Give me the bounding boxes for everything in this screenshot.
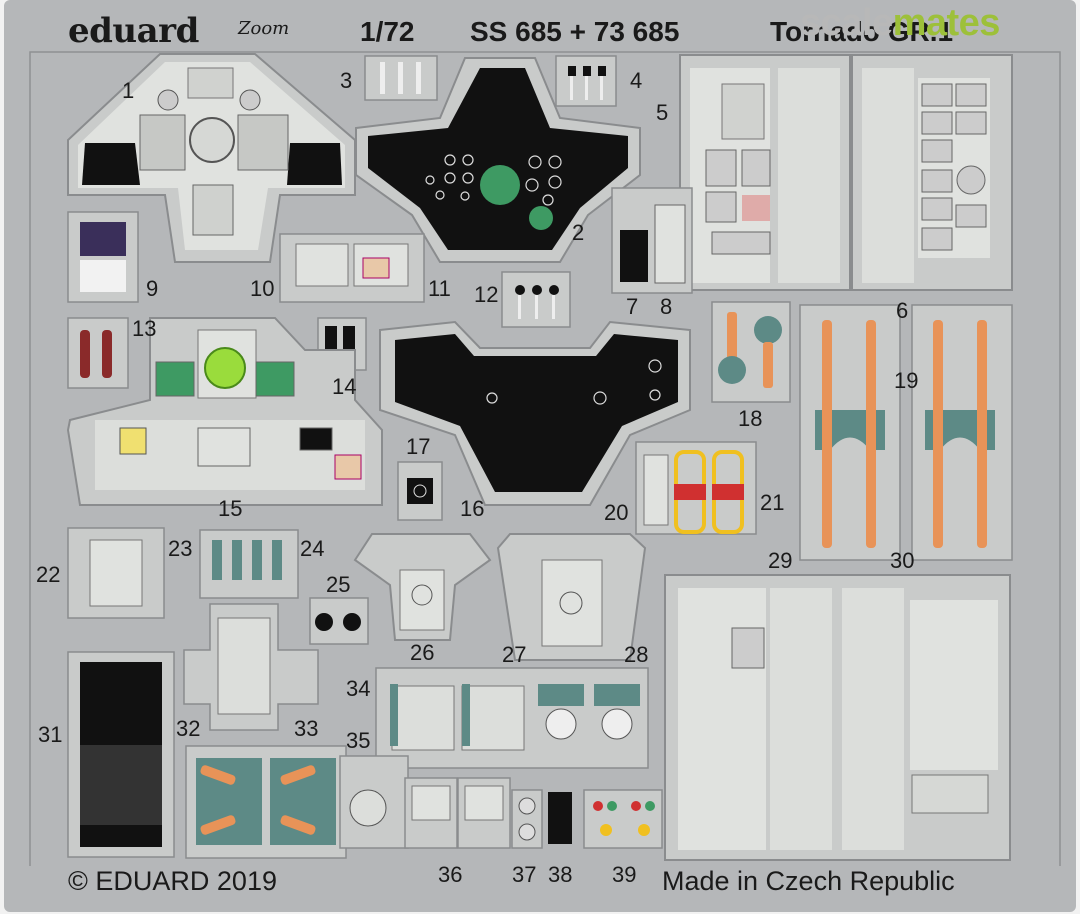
- scalemates-watermark: scalemates: [800, 4, 1000, 42]
- part-number: 1: [122, 78, 135, 103]
- brand-logo: eduard: [68, 11, 199, 51]
- part-number: 25: [326, 572, 351, 597]
- part-number: 37: [512, 862, 537, 887]
- part-9-panel: [67, 211, 139, 303]
- watermark-part1: scale: [800, 2, 893, 44]
- part-34-28-seat-items: [375, 667, 649, 769]
- part-number: 29: [768, 548, 793, 573]
- part-number: 34: [346, 676, 371, 701]
- part-22-panel: [67, 527, 165, 619]
- part-number: 22: [36, 562, 61, 587]
- part-19-harness: [799, 304, 901, 561]
- part-number: 19: [894, 368, 919, 393]
- part-23-24-levers: [199, 529, 299, 599]
- part-6-side-console: [851, 54, 1013, 291]
- part-number: 12: [474, 282, 499, 307]
- part-number: 2: [572, 220, 585, 245]
- product-codes: SS 685 + 73 685: [470, 16, 680, 47]
- part-26-bracket: [353, 533, 492, 641]
- part-4-levers: [555, 55, 617, 107]
- part-number: 7: [626, 294, 639, 319]
- kit-title: Tornado GR.1: [770, 18, 954, 46]
- part-3-levers: [364, 55, 438, 101]
- part-number: 11: [428, 276, 451, 301]
- part-number: 14: [332, 374, 357, 399]
- part-number: 15: [218, 496, 243, 521]
- part-31-panel: [67, 651, 175, 858]
- part-15-main-panel: [66, 317, 383, 506]
- part-number: 31: [38, 722, 63, 747]
- part-number: 21: [760, 490, 785, 515]
- part-number: 20: [604, 500, 629, 525]
- part-number: 28: [624, 642, 649, 667]
- zoom-logo: Zoom: [238, 18, 290, 39]
- part-number: 4: [630, 68, 643, 93]
- part-33-panels: [185, 745, 347, 859]
- part-number: 26: [410, 640, 435, 665]
- part-number: 38: [548, 862, 573, 887]
- part-number: 24: [300, 536, 325, 561]
- part-number: 3: [340, 68, 353, 93]
- part-number: 8: [660, 294, 673, 319]
- part-7-8-panels: [611, 187, 693, 294]
- part-number: 33: [294, 716, 319, 741]
- part-30-harness: [911, 304, 1013, 561]
- part-number: 18: [738, 406, 763, 431]
- part-13-straps: [67, 317, 129, 389]
- part-number: 5: [656, 100, 669, 125]
- part-number: 23: [168, 536, 193, 561]
- part-12-levers: [501, 271, 571, 328]
- part-2-black-panel: [355, 57, 641, 263]
- part-32-frame: [183, 603, 319, 731]
- part-18-pedals: [711, 301, 791, 403]
- copyright-text: © EDUARD 2019: [68, 866, 277, 896]
- part-number: 6: [896, 298, 909, 323]
- part-number: 16: [460, 496, 485, 521]
- part-16-black-panel: [379, 320, 691, 506]
- part-number: 13: [132, 316, 157, 341]
- part-number: 32: [176, 716, 201, 741]
- part-number: 36: [438, 862, 463, 887]
- part-20-21-buckles: [635, 441, 757, 535]
- part-number: 9: [146, 276, 159, 301]
- origin-text: Made in Czech Republic: [662, 866, 955, 896]
- part-number: 30: [890, 548, 915, 573]
- part-10-11-panels: [279, 233, 425, 303]
- part-number: 35: [346, 728, 371, 753]
- part-number: 39: [612, 862, 637, 887]
- part-number: 27: [502, 642, 527, 667]
- part-1-instrument-panel: [67, 53, 356, 263]
- part-35-39-small-panels: [339, 755, 663, 849]
- part-number: 10: [250, 276, 275, 301]
- part-25-knobs: [309, 597, 369, 645]
- scale-label: 1/72: [360, 16, 415, 47]
- part-27-bracket: [496, 533, 647, 661]
- watermark-part2: mates: [892, 2, 1001, 44]
- part-5-side-console: [679, 54, 851, 291]
- part-29-lower-console: [664, 574, 1011, 861]
- part-number: 17: [406, 434, 431, 459]
- part-17-gauge: [397, 461, 443, 521]
